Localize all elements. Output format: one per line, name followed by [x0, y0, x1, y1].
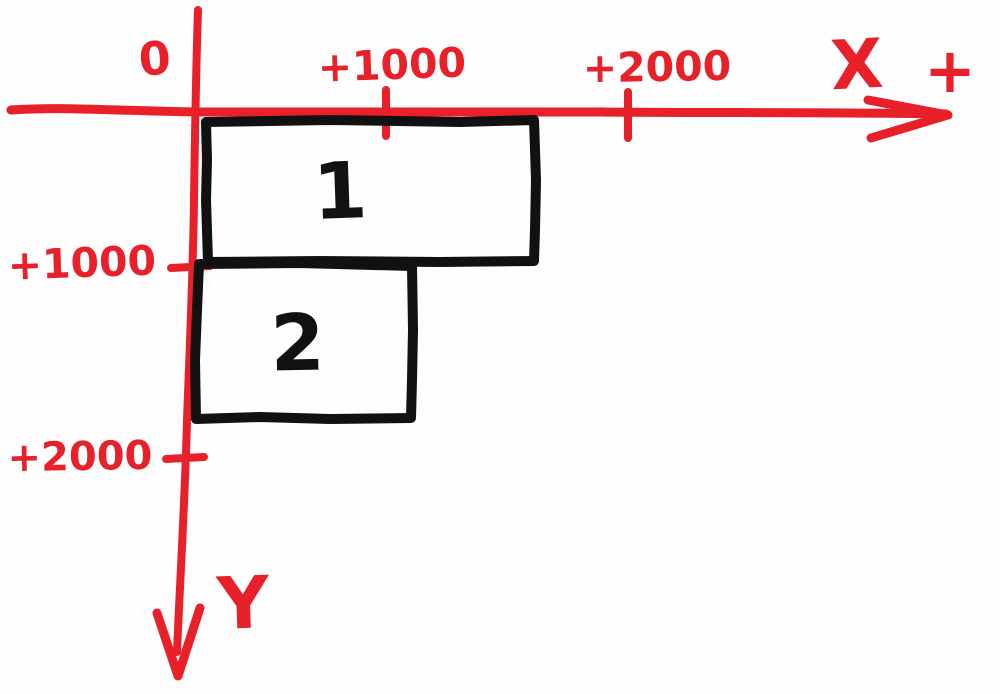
x-tick-label-1000: +1000	[317, 38, 467, 91]
y-tick-label-1000: +1000	[7, 236, 157, 289]
rect-1-label: 1	[311, 146, 368, 238]
x-axis-arrowhead-icon	[863, 95, 953, 143]
y-tick-label-2000: +2000	[7, 433, 153, 482]
rect-1-outline[interactable]	[201, 115, 541, 267]
axis-labels-group: 0 +1000 +2000 +1000 +2000 X + Y	[7, 25, 976, 646]
y-tick-2000	[162, 453, 208, 463]
y-axis-arrowhead-icon	[152, 603, 205, 681]
rect-2-outline[interactable]	[190, 258, 418, 424]
x-axis-label: X	[829, 25, 886, 107]
x-tick-label-2000: +2000	[582, 42, 731, 93]
x-axis-plus-sign: +	[924, 34, 976, 107]
y-axis-label: Y	[215, 560, 272, 646]
origin-label: 0	[137, 30, 173, 86]
y-axis-line	[173, 6, 202, 656]
rect-2-label: 2	[270, 299, 326, 390]
x-axis-line	[6, 104, 951, 119]
coordinate-axes-group	[6, 6, 953, 681]
shapes-group: 1 2	[190, 115, 541, 424]
